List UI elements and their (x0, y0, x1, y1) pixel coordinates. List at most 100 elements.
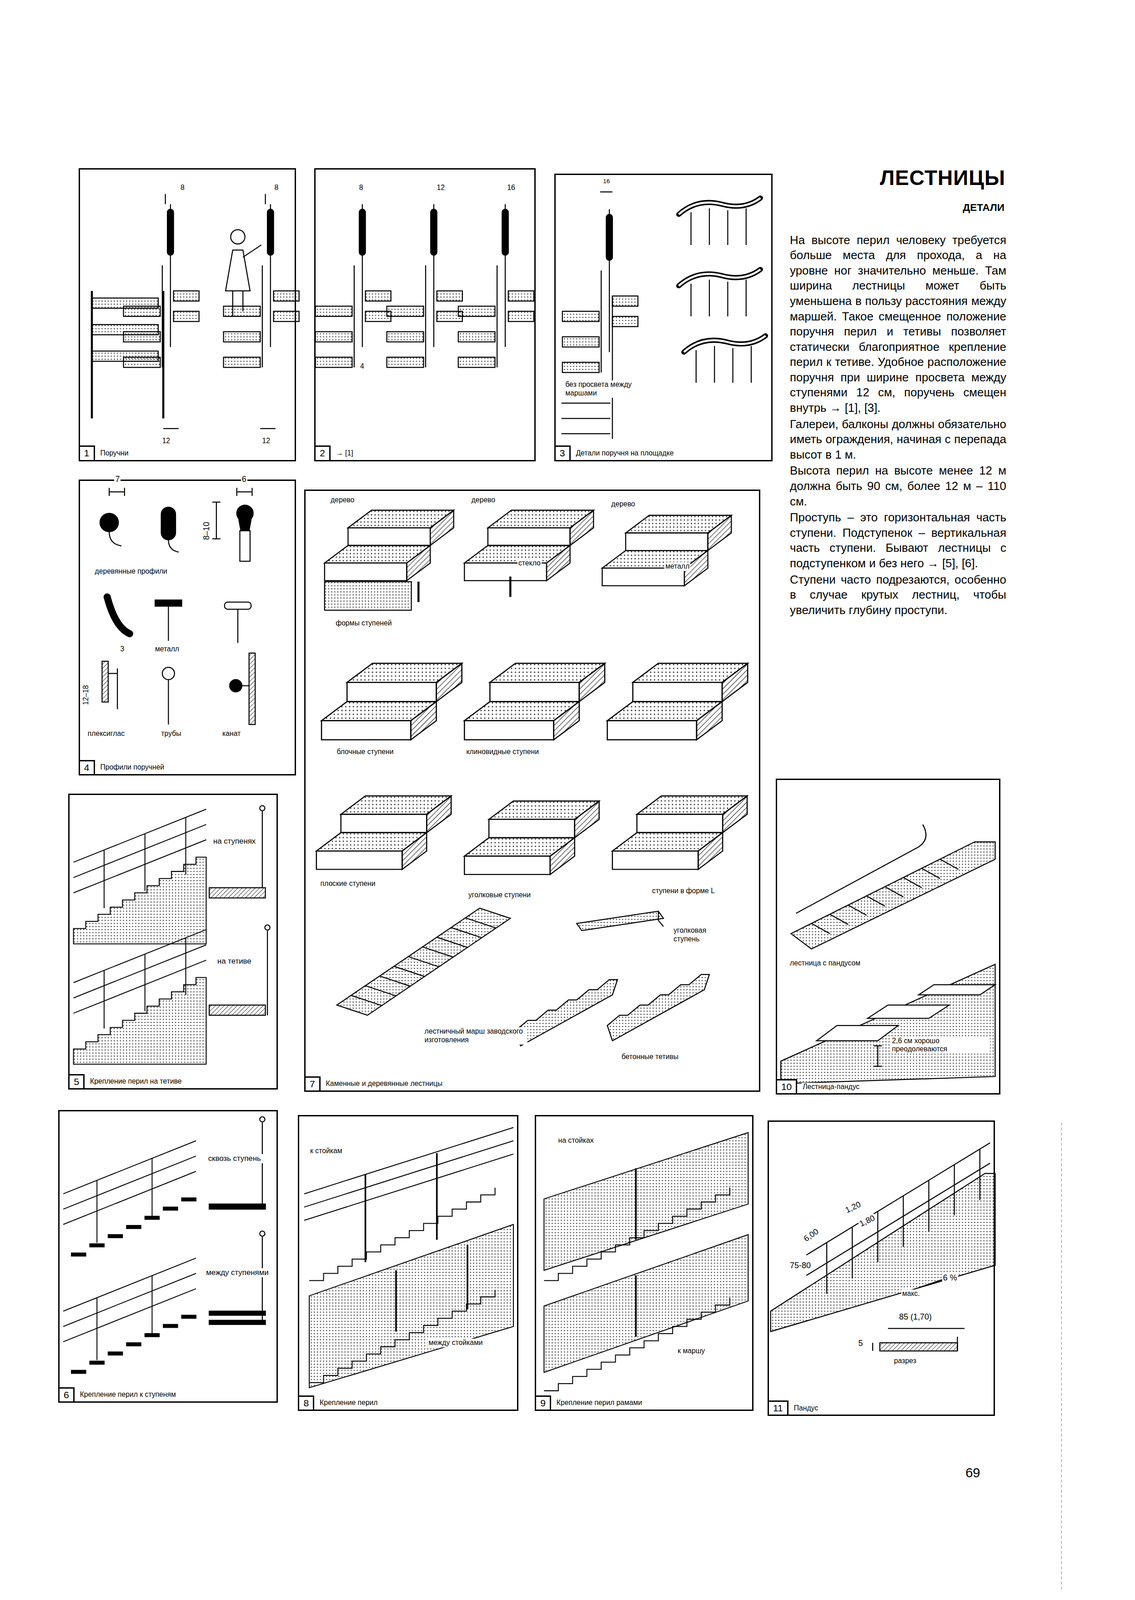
panel-caption: Пандус (793, 1404, 819, 1414)
body-text: Проступь – это горизонтальная часть ступ… (788, 510, 1008, 572)
annotation: 2,6 см хорошо преодолеваются (891, 1037, 990, 1055)
annotation: на ступенях (212, 837, 257, 847)
annotation: деревянные профили (94, 567, 169, 577)
annotation: 16 (602, 177, 611, 186)
panel-caption: Крепление перил рамами (555, 1399, 643, 1408)
annotation: дерево (329, 496, 356, 505)
annotation: на тетиве (216, 957, 253, 967)
panel-8-drawing (304, 1128, 514, 1389)
annotation: 85 (1,70) (898, 1312, 933, 1323)
annotation: 12 (161, 436, 171, 446)
annotation: на стойках (557, 1136, 595, 1146)
figure-panel: 8Крепление перил (297, 1115, 519, 1412)
annotation: 8 (179, 183, 186, 193)
annotation: 6 (241, 474, 248, 485)
annotation: клиновидные ступени (465, 748, 540, 757)
annotation: лестница с пандусом (788, 959, 862, 969)
panel-number: 4 (80, 760, 96, 775)
panel-caption: Лестница-пандус (801, 1083, 861, 1092)
panel-number: 10 (777, 1079, 798, 1094)
panel-2-drawing (315, 204, 534, 368)
annotation: 4 (359, 362, 366, 372)
panel-number: 8 (299, 1396, 315, 1411)
panel-number: 9 (536, 1396, 552, 1411)
panel-caption: Детали поручня на площадке (575, 449, 675, 458)
annotation: канат (221, 729, 242, 739)
annotation: лестничный марш заводского изготовления (423, 1027, 528, 1045)
annotation: бетонные тетивы (620, 1053, 680, 1062)
annotation: дерево (610, 500, 636, 509)
panel-caption: → [1] (335, 449, 355, 458)
annotation: без просвета между маршами (564, 380, 663, 398)
annotation: к маршу (676, 1347, 706, 1356)
annotation: 3 (119, 645, 126, 654)
annotation: 12–18 (81, 684, 91, 707)
body-text: Галереи, балконы должны обязательно имет… (788, 416, 1008, 463)
figure-panel: 2 → [1] (314, 168, 536, 462)
panel-number: 6 (59, 1387, 75, 1402)
page-number: 69 (964, 1465, 981, 1482)
panel-9-drawing (543, 1133, 749, 1392)
annotation: металл (154, 645, 181, 654)
panel-5-drawing (73, 805, 271, 1065)
annotation: 12 (435, 183, 446, 193)
panel-7-drawing (316, 510, 748, 1047)
annotation: формы ступеней (334, 619, 393, 628)
panel-number: 5 (69, 1074, 85, 1089)
subtitle: ДЕТАЛИ (961, 201, 1006, 215)
panel-3-drawing (561, 191, 766, 439)
annotation: уголковая ступень (672, 926, 731, 945)
figure-panel: 3 Детали поручня на площадке (554, 173, 773, 462)
annotation: 6,00 (801, 1226, 822, 1246)
body-text: Высота перил на высоте менее 12 м должна… (788, 463, 1008, 510)
annotation: 12 (261, 436, 272, 446)
annotation: 7 (114, 474, 121, 485)
annotation: металл (664, 562, 691, 572)
panel-number: 1 (80, 445, 96, 460)
panel-number: 7 (305, 1076, 321, 1091)
body-text: Ступени часто подрезаются, особенно в сл… (788, 572, 1008, 619)
panel-caption: Поручни (99, 449, 130, 458)
panel-number: 11 (768, 1401, 789, 1416)
panel-11-drawing (770, 1143, 996, 1352)
annotation: дерево (470, 496, 497, 505)
annotation: между ступенями (205, 1268, 271, 1278)
panel-caption: Крепление перил на тетиве (89, 1077, 183, 1087)
panel-number: 3 (555, 445, 571, 460)
annotation: 5 (857, 1339, 864, 1350)
annotation: макс. (901, 1290, 921, 1299)
panel-1-drawing (91, 194, 300, 429)
annotation: сквозь ступень (207, 1154, 273, 1164)
annotation: между стойками (427, 1339, 493, 1348)
annotation: к стойкам (309, 1147, 343, 1156)
annotation: стекло (517, 559, 542, 568)
panel-4-drawing (100, 487, 256, 725)
annotation: 8–10 (201, 521, 212, 542)
annotation: 8 (273, 183, 280, 193)
figure-panel: 7 Каменные и деревянные лестницы (304, 489, 761, 1092)
annotation: плексиглас (86, 729, 126, 739)
panel-caption: Крепление перил (318, 1399, 379, 1408)
annotation: 16 (506, 183, 516, 193)
annotation: плоские ступени (319, 879, 377, 889)
annotation: 6 % (942, 1273, 959, 1284)
annotation: блочные ступени (335, 748, 395, 757)
panel-caption: Крепление перил к ступеням (79, 1391, 177, 1400)
annotation: 75-80 (788, 1261, 812, 1272)
panel-number: 2 (315, 445, 331, 460)
panel-caption: Каменные и деревянные лестницы (325, 1079, 444, 1089)
annotation: разрез (893, 1357, 918, 1367)
figure-panel: 1Поручни (78, 168, 297, 462)
panel-caption: Профили поручней (99, 763, 166, 773)
annotation: ступени в форме L (651, 887, 716, 896)
panel-10-drawing (780, 824, 995, 1085)
annotation: уголковые ступени (467, 891, 532, 900)
annotation: 1,20 (843, 1200, 864, 1217)
annotation: трубы (160, 729, 182, 739)
page-title: ЛЕСТНИЦЫ (879, 166, 1006, 190)
annotation: 8 (358, 183, 365, 193)
body-text: На высоте перил человеку требуется больш… (788, 232, 1008, 417)
annotation: 1,80 (857, 1213, 878, 1230)
figure-panel: 9Крепление перил рамами (534, 1115, 754, 1412)
